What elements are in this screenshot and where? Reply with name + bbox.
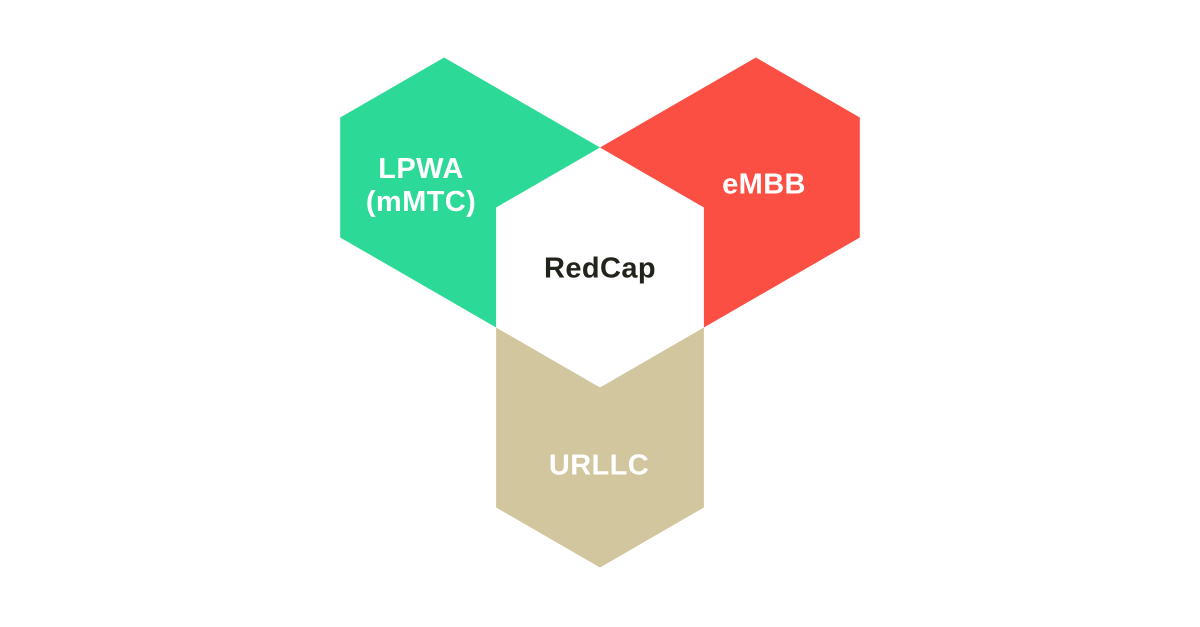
lpwa-label-line1: LPWA — [378, 153, 464, 185]
lpwa-label: LPWA (mMTC) — [366, 153, 476, 219]
urllc-label: URLLC — [548, 449, 650, 482]
embb-label: eMBB — [722, 168, 806, 201]
redcap-hexagon — [496, 147, 704, 388]
lpwa-label-line2: (mMTC) — [365, 186, 477, 218]
redcap-label: RedCap — [544, 252, 656, 285]
